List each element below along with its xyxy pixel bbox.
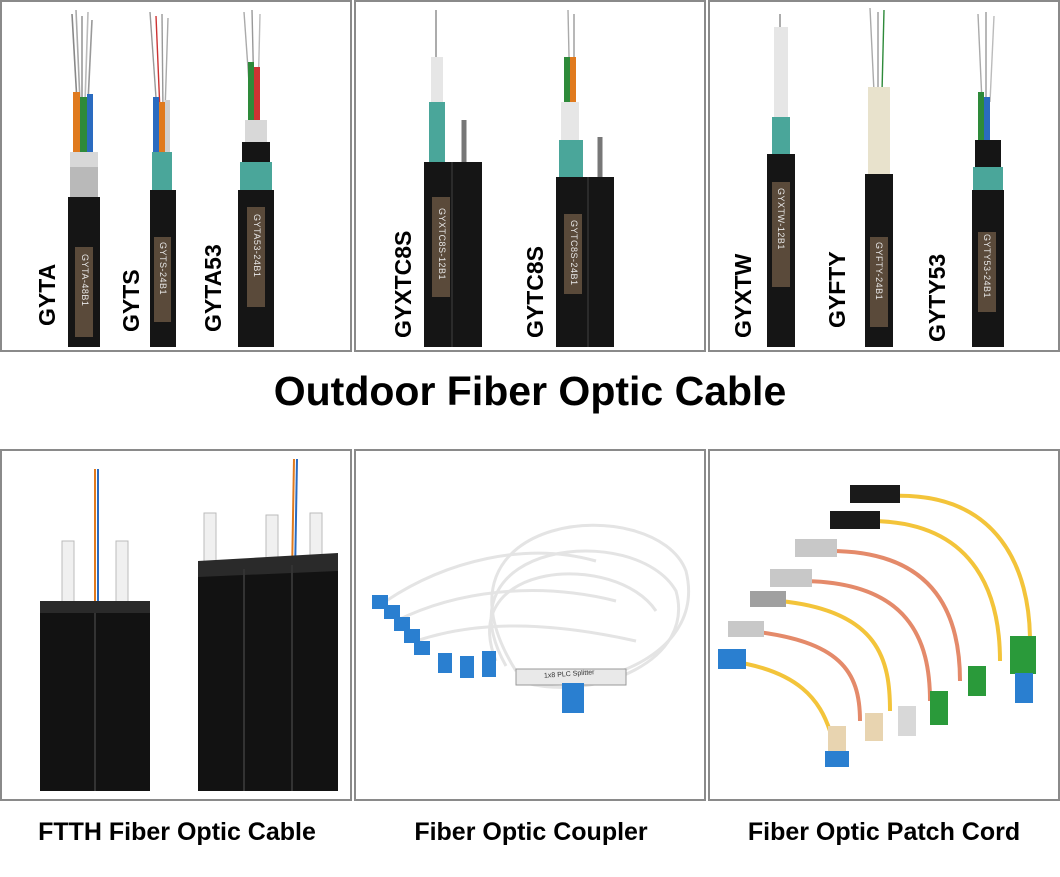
gyta53-cable-image	[238, 9, 274, 347]
patch-cord-connectors	[718, 485, 1036, 767]
cable-tag-gytc8s: GYTC8S-24B1	[569, 220, 579, 286]
splitter-fiber-loops	[385, 523, 690, 689]
ftth-cable-panel	[0, 449, 352, 801]
gyxtc8s-cable-image	[424, 10, 482, 347]
splitter-connectors	[372, 595, 496, 678]
cable-tag-gyxtc8s: GYXTC8S-12B1	[437, 208, 447, 281]
ftth-drop-cable-left	[40, 469, 150, 791]
outdoor-cable-panel-1: GYTA GYTA-48B1 GYTS GYTS-24B1 GYTA53 GYT…	[0, 0, 352, 352]
patch-cord-cables	[729, 493, 1032, 732]
ftth-cable-illustration	[40, 458, 338, 791]
outdoor-cable-illustration-3	[767, 7, 1004, 347]
outdoor-cable-headline: Outdoor Fiber Optic Cable	[273, 368, 787, 414]
cable-name-gytc8s: GYTC8S	[522, 245, 548, 338]
cable-name-gyxtw: GYXTW	[730, 253, 756, 338]
cable-name-gyta53: GYTA53	[200, 244, 226, 332]
cable-tag-gyta: GYTA-48B1	[80, 254, 90, 307]
cable-name-gyfty: GYFTY	[824, 251, 850, 328]
fiber-coupler-panel: 1x8 PLC Splitter	[354, 449, 706, 801]
cable-tag-gyts: GYTS-24B1	[158, 242, 168, 296]
cable-tag-gyxtw: GYXTW-12B1	[776, 188, 786, 250]
cable-name-gyts: GYTS	[118, 269, 144, 332]
gyfty-cable-image	[865, 7, 893, 347]
caption-ftth-cable: FTTH Fiber Optic Cable	[38, 818, 316, 846]
gytc8s-cable-image	[556, 9, 614, 347]
cable-tag-gyty53: GYTY53-24B1	[982, 234, 992, 299]
patch-cord-panel	[708, 449, 1060, 801]
outdoor-cable-panel-2: GYXTC8S GYXTC8S-12B1 GYTC8S GYTC8S-24B1	[354, 0, 706, 352]
ftth-drop-cable-right	[198, 458, 338, 791]
outdoor-cable-illustration-2	[424, 9, 614, 347]
cable-tag-gyfty: GYFTY-24B1	[874, 242, 884, 301]
cable-tag-gyta53: GYTA53-24B1	[252, 214, 262, 278]
caption-patch-cord: Fiber Optic Patch Cord	[747, 818, 1021, 846]
caption-fiber-coupler: Fiber Optic Coupler	[414, 818, 648, 846]
outdoor-cable-illustration-1	[68, 9, 274, 347]
cable-name-gyty53: GYTY53	[924, 253, 950, 342]
gyxtw-cable-image	[767, 14, 795, 347]
patch-cord-illustration	[718, 485, 1036, 767]
gyta-cable-image	[68, 9, 100, 347]
input-connector	[562, 683, 584, 713]
fiber-coupler-illustration	[372, 523, 690, 713]
cable-name-gyxtc8s: GYXTC8S	[390, 230, 416, 338]
outdoor-cable-panel-3: GYXTW GYXTW-12B1 GYFTY GYFTY-24B1 GYTY53…	[708, 0, 1060, 352]
cable-name-gyta: GYTA	[34, 263, 60, 326]
gyty53-cable-image	[972, 12, 1004, 347]
gyts-cable-image	[149, 11, 176, 347]
